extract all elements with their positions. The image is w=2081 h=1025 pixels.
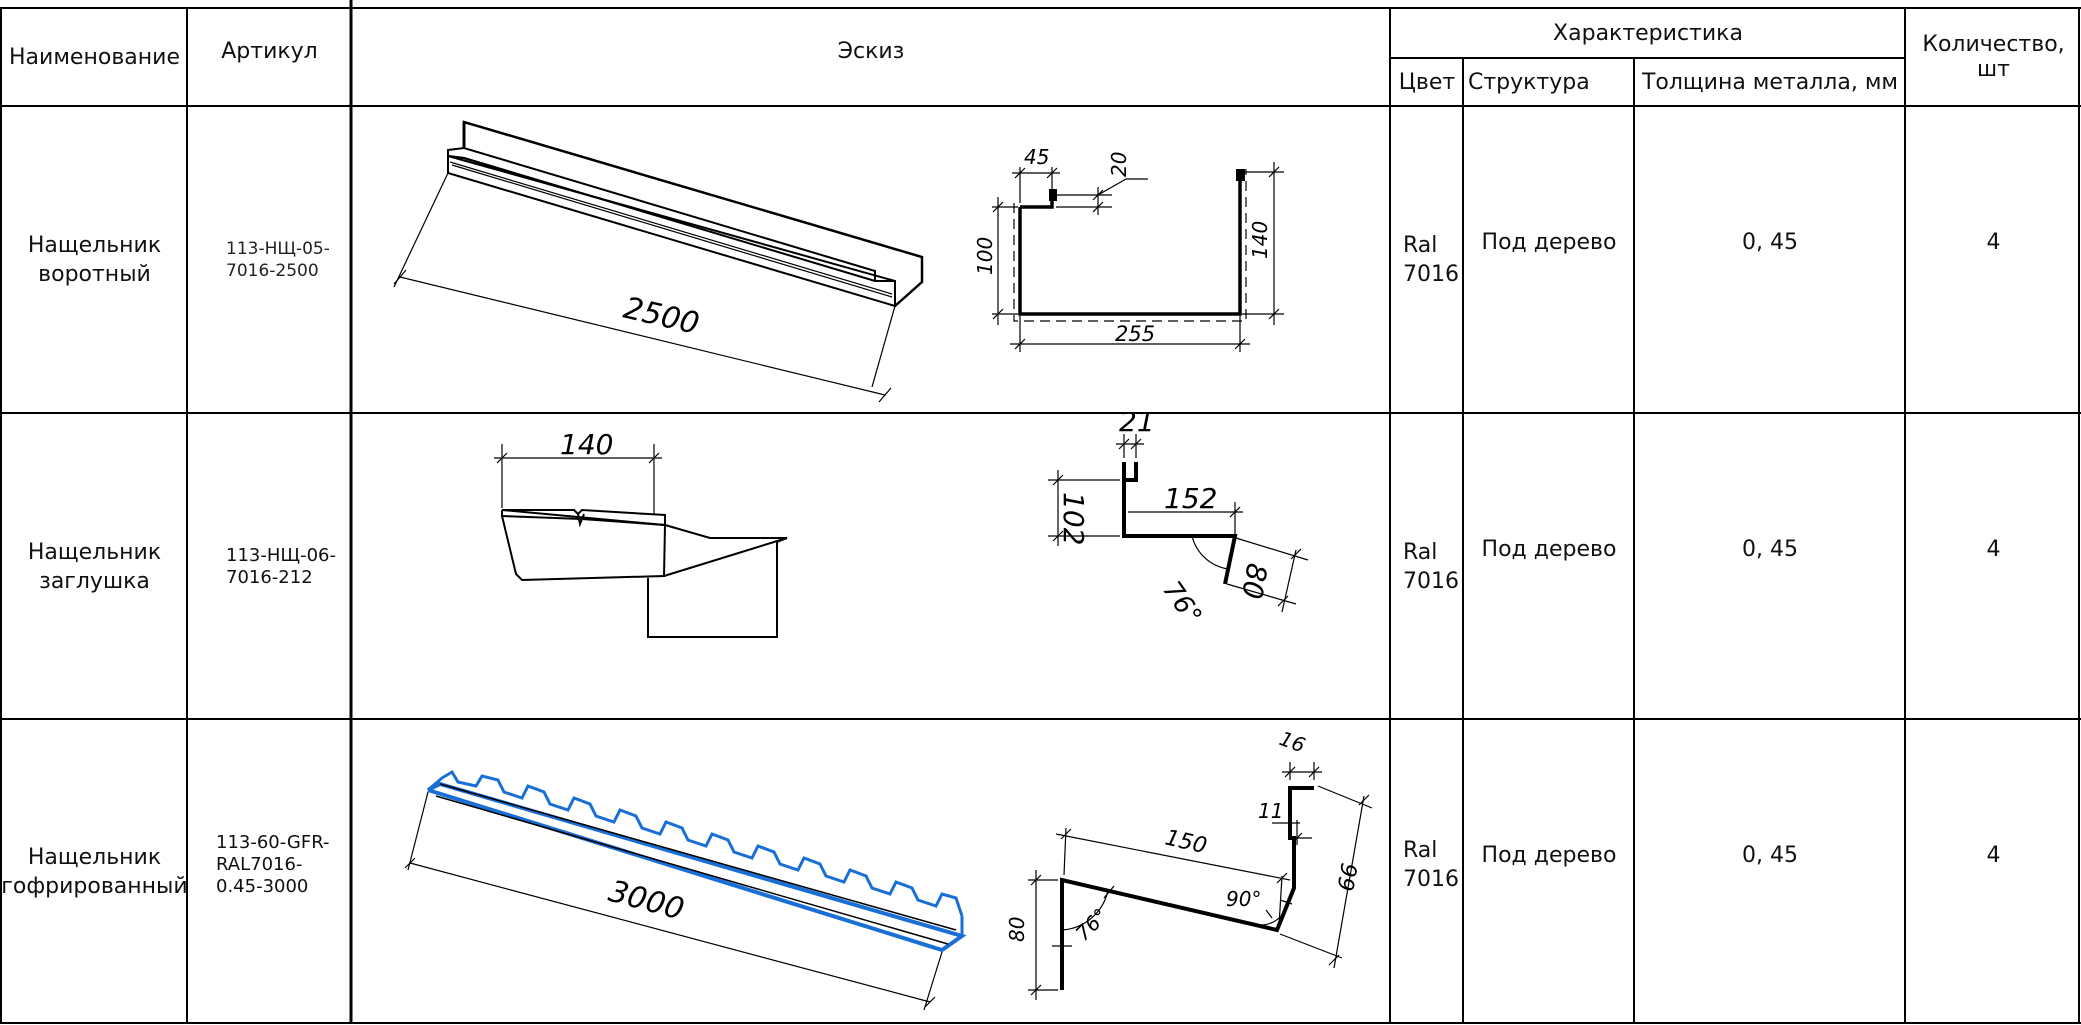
row3-name: Нащельник гофрированный <box>1 720 188 1023</box>
row2-dim-angle: 76° <box>1156 576 1207 631</box>
row2-color-line1: Ral <box>1403 539 1438 565</box>
row3-color-line1: Ral <box>1403 838 1438 863</box>
row3-article-line1: 113-60-GFR- <box>216 832 330 853</box>
row2-name-line2: заглушка <box>39 568 150 594</box>
row3-dim-step: 11 <box>1258 799 1283 823</box>
row2-dim-h: 102 <box>1057 492 1090 545</box>
header-quantity: Количество, шт <box>1922 32 2065 82</box>
row3-quantity: 4 <box>1986 842 2001 868</box>
row3-dim-length: 3000 <box>605 874 688 928</box>
header-characteristics: Характеристика <box>1553 20 1743 46</box>
row2-color: Ral 7016 <box>1391 414 1463 719</box>
row3-dim-h-right: 99 <box>1331 861 1360 893</box>
row1-sketch: 2500 <box>393 120 1284 403</box>
row3-sketch: 3000 <box>404 726 1373 1011</box>
row3-color-line2: 7016 <box>1403 867 1459 892</box>
row3-thickness: 0, 45 <box>1742 842 1798 868</box>
row2-color-line2: 7016 <box>1403 568 1459 594</box>
row2-article-line2: 7016-212 <box>226 566 313 588</box>
row3-dim-top: 16 <box>1276 726 1308 757</box>
header-structure: Структура <box>1468 69 1590 95</box>
row2-article-line1: 113-НЩ-06- <box>226 544 336 566</box>
row3-name-line2: гофрированный <box>1 873 188 899</box>
row3-article-line3: 0.45-3000 <box>216 876 309 897</box>
row1-dim-length: 2500 <box>620 291 702 342</box>
row2-dim-mid: 152 <box>1164 482 1217 515</box>
row2-structure: Под дерево <box>1481 536 1617 562</box>
row2-sketch: 140 <box>494 414 1309 638</box>
row1-dim-h-left: 100 <box>973 237 997 275</box>
row1-thickness: 0, 45 <box>1742 229 1798 255</box>
row3-dim-angle1: 76° <box>1071 903 1113 945</box>
row1-color-line2: 7016 <box>1403 262 1459 287</box>
row2-dim-top: 21 <box>1119 414 1155 438</box>
row3-name-line1: Нащельник <box>27 844 162 870</box>
header-sketch: Эскиз <box>837 38 905 64</box>
row1-article: 113-НЩ-05-7016-2500 <box>226 107 351 413</box>
row1-name-line2: воротный <box>38 262 151 287</box>
row1-color-line1: Ral <box>1403 233 1438 258</box>
row3-structure: Под дерево <box>1481 842 1617 868</box>
row2-thickness: 0, 45 <box>1742 536 1798 562</box>
row3-dim-h-left: 80 <box>1005 917 1029 942</box>
header-name: Наименование <box>9 44 180 70</box>
row2-dim-width: 140 <box>560 428 613 461</box>
row1-name-line1: Нащельник <box>27 233 162 258</box>
row1-dim-a: 45 <box>1024 145 1049 169</box>
header-article: Артикул <box>221 38 318 64</box>
row3-article-line2: RAL7016- <box>216 854 303 875</box>
row2-name-line1: Нащельник <box>27 539 162 565</box>
row2-quantity: 4 <box>1986 536 2001 562</box>
row3-color: Ral 7016 <box>1391 720 1463 1010</box>
row2-article: 113-НЩ-06-7016-212 <box>226 414 351 719</box>
header-thickness: Толщина металла, мм <box>1641 69 1899 95</box>
row1-quantity: 4 <box>1986 229 2001 255</box>
row1-article-line2: 7016-2500 <box>226 261 319 281</box>
row2-dim-tail: 80 <box>1235 561 1274 602</box>
row1-article-line1: 113-НЩ-05- <box>226 239 330 259</box>
row3-dim-slope: 150 <box>1163 825 1210 859</box>
row3-dim-angle2: 90° <box>1226 887 1261 911</box>
row1-dim-width: 255 <box>1115 322 1155 346</box>
row1-dim-h-right: 140 <box>1248 221 1272 259</box>
row2-name: Нащельник заглушка <box>2 414 187 719</box>
row1-dim-b: 20 <box>1107 152 1131 177</box>
row3-article: 113-60-GFR-RAL7016-0.45-3000 <box>216 720 351 1010</box>
header-color: Цвет <box>1398 69 1456 95</box>
row1-structure: Под дерево <box>1481 229 1617 255</box>
row1-name: Нащельник воротный <box>2 107 187 413</box>
row1-color: Ral 7016 <box>1391 107 1463 413</box>
